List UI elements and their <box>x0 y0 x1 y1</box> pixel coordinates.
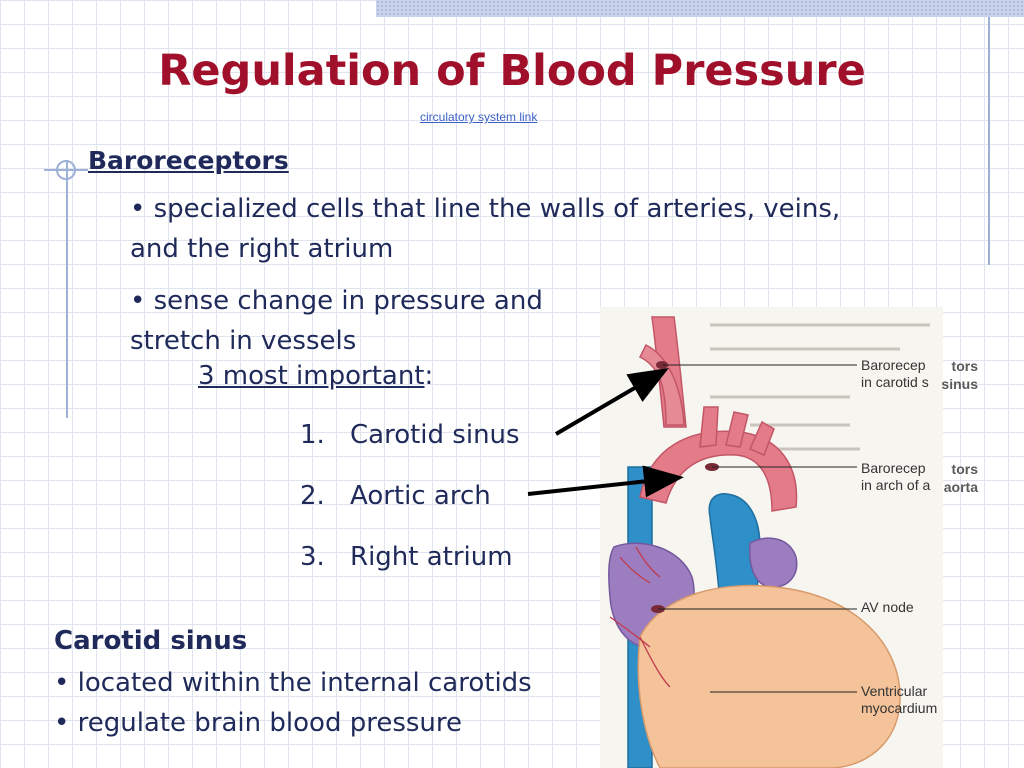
numbered-item-aortic: 2. Aortic arch <box>300 481 491 511</box>
carotid-point-regulate: • regulate brain blood pressure <box>54 708 463 738</box>
overlay-line: tors <box>951 461 978 477</box>
numbered-item-number: 2. <box>300 481 325 511</box>
pulmonary-trunk <box>708 493 761 608</box>
ventricles <box>637 584 901 768</box>
most-important-colon: : <box>424 361 434 391</box>
left-decor-rule <box>66 160 68 418</box>
label-line: in carotid s <box>861 374 929 390</box>
slide-title: Regulation of Blood Pressure <box>158 46 866 96</box>
numbered-item-carotid: 1. Carotid sinus <box>300 420 520 450</box>
top-decor-band <box>376 0 1024 17</box>
label-line: Barorecep <box>861 460 926 476</box>
arrow-to-aortic-arch <box>527 465 684 498</box>
label-line: Barorecep <box>861 357 926 373</box>
point-sense-change: • sense change in pressure and stretch i… <box>130 286 543 356</box>
overlay-line: aorta <box>943 479 978 495</box>
numbered-item-number: 1. <box>300 420 325 450</box>
label-line: in arch of a <box>861 477 931 493</box>
numbered-item-number: 3. <box>300 542 325 572</box>
overlay-label-sinus: tors sinus <box>938 357 978 393</box>
label-line: Ventricular <box>861 683 928 699</box>
carotid-point-located: • located within the internal carotids <box>54 668 532 698</box>
overlay-label-aorta: tors aorta <box>930 460 978 496</box>
circulatory-system-link[interactable]: circulatory system link <box>420 110 538 124</box>
label-av-node: AV node <box>861 599 914 616</box>
right-decor-rule <box>988 17 990 265</box>
point-specialized-cells: • specialized cells that line the walls … <box>130 194 841 264</box>
most-important-text: 3 most important <box>198 361 425 391</box>
overlay-line: tors <box>951 358 978 374</box>
left-atrium <box>748 537 798 588</box>
nerve-lines <box>609 546 671 688</box>
overlay-line: sinus <box>941 376 978 392</box>
arrow-to-carotid-sinus <box>554 367 669 436</box>
most-important-heading: 3 most important: <box>198 361 433 391</box>
baroreceptors-heading: Baroreceptors <box>88 146 289 175</box>
leader-lines <box>658 364 857 693</box>
label-line: myocardium <box>861 700 938 716</box>
numbered-item-text: Carotid sinus <box>350 420 520 450</box>
arch-branch-2 <box>725 411 749 448</box>
arch-branch-1 <box>699 406 719 448</box>
label-line: AV node <box>861 599 914 615</box>
arch-branch-3 <box>749 420 775 456</box>
bullet-circle-icon <box>56 160 76 180</box>
carotid-sinus-heading: Carotid sinus <box>54 626 248 656</box>
numbered-item-atrium: 3. Right atrium <box>300 542 513 572</box>
heart-drawing <box>600 307 943 768</box>
numbered-item-text: Aortic arch <box>350 481 491 511</box>
numbered-item-text: Right atrium <box>350 542 513 572</box>
